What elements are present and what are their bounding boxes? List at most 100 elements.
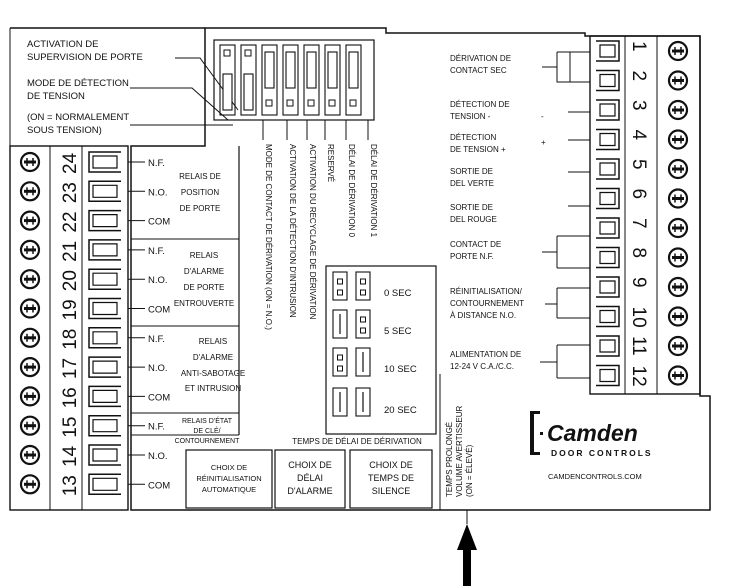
jumper-pin: [332, 347, 348, 377]
terminal-number: 22: [60, 211, 81, 232]
pin-label: N.F.: [148, 246, 165, 257]
det-minus-label-2: TENSION -: [450, 112, 491, 121]
relay-alarme-1: RELAIS: [190, 251, 218, 260]
right-labels: DÉRIVATION DE CONTACT SEC DÉTECTION DE T…: [450, 51, 590, 379]
terminal-number: 8: [628, 248, 649, 259]
relay-sabotage-1: RELAIS: [199, 337, 227, 346]
pin-label: COM: [148, 217, 170, 228]
buzzer-line-3: (ON = ÉLEVÉ): [465, 444, 474, 497]
terminal: 8: [596, 246, 689, 269]
pin-label: COM: [148, 480, 170, 491]
jumper-pin: [355, 387, 371, 417]
on-note-label-2: SOUS TENSION): [27, 125, 102, 136]
dip-switch: [219, 44, 236, 116]
timing-title: TEMPS DE DÉLAI DE DÉRIVATION: [292, 437, 422, 446]
box-reinit-2: RÉINITIALISATION: [196, 474, 261, 483]
terminal-number: 15: [60, 417, 81, 438]
terminal-number: 7: [628, 218, 649, 229]
alim-label: ALIMENTATION DE: [450, 350, 521, 359]
relay-position-3: DE PORTE: [180, 204, 221, 213]
verte-label-2: DEL VERTE: [450, 179, 494, 188]
terminal-number: 3: [628, 100, 649, 111]
pin-label: N.O.: [148, 187, 168, 198]
buzzer-line-1: TEMPS PROLONGÉ: [445, 422, 454, 497]
relay-groups: RELAIS DE POSITION DE PORTE RELAIS D'ALA…: [131, 172, 245, 445]
terminal-number: 10: [628, 307, 649, 328]
relay-sabotage-2: D'ALARME: [193, 353, 233, 362]
pin-label: N.O.: [148, 451, 168, 462]
timing-10: 10 SEC: [384, 364, 417, 375]
relay-position-1: RELAIS DE: [179, 172, 221, 181]
jumper-pin: [355, 309, 371, 339]
box-silence-2: TEMPS DE: [368, 473, 414, 483]
dip-block-outline: [213, 39, 375, 121]
derivation-label-2: CONTACT SEC: [450, 66, 507, 75]
dip-switch-label: DÉLAI DE DÉRIVATION 0: [347, 144, 356, 238]
terminal: 4: [596, 128, 689, 151]
on-note-label: (ON = NORMALEMENT: [27, 112, 129, 123]
timing-jumpers: 0 SEC 5 SEC 10 SEC 20 SEC TEMPS DE DÉLAI…: [292, 265, 437, 446]
brand-url: CAMDENCONTROLS.COM: [548, 472, 642, 481]
buzzer-line-2: VOLUME AVERTISSEUR: [455, 405, 464, 497]
dip-switch: [240, 44, 257, 116]
dip-switch-label: DÉLAI DE DÉRIVATION 1: [369, 144, 378, 238]
right-strip-outline: [589, 35, 701, 395]
dip-switch-label: MODE DE CONTACT DE DÉRIVATION (ON = N.O.…: [264, 144, 273, 330]
brand-name: Camden: [547, 420, 638, 446]
box-silence-3: SILENCE: [372, 486, 411, 496]
pin-label: COM: [148, 392, 170, 403]
terminal: 17 N.O.: [19, 356, 168, 379]
relay-alarme-4: ENTROUVERTE: [174, 299, 234, 308]
det-plus-label: DÉTECTION: [450, 133, 496, 142]
contact-label-2: PORTE N.F.: [450, 252, 494, 261]
left-strip-outline: [9, 145, 129, 511]
terminal-number: 4: [628, 130, 649, 141]
minus-sign: -: [541, 112, 544, 121]
pin-label: N.O.: [148, 275, 168, 286]
relay-position-2: POSITION: [181, 188, 219, 197]
pin-label: N.F.: [148, 334, 165, 345]
terminal-number: 5: [628, 159, 649, 170]
arrow-shaft: [463, 548, 471, 586]
terminal: 7: [596, 217, 689, 239]
mode-label: MODE DE DÉTECTION: [27, 78, 129, 89]
jumper-pin: [332, 271, 348, 301]
pin-label: N.F.: [148, 158, 165, 169]
verte-label: SORTIE DE: [450, 167, 493, 176]
terminal-number: 2: [628, 71, 649, 82]
jumper-pin: [355, 271, 371, 301]
dip-switch: [324, 44, 341, 116]
terminal-number: 24: [60, 152, 81, 174]
terminal-number: 21: [60, 241, 81, 262]
relay-cle-2: DE CLÉ/: [193, 426, 220, 435]
activation-label: ACTIVATION DE: [27, 39, 98, 50]
terminal-number: 23: [60, 182, 81, 203]
terminal: 12: [596, 364, 689, 387]
relay-cle-1: RELAIS D'ÉTAT: [182, 416, 233, 425]
terminal-number: 17: [60, 358, 81, 379]
alim-label-2: 12-24 V C.A./C.C.: [450, 362, 514, 371]
terminal: 9: [596, 276, 689, 298]
pin-label: COM: [148, 305, 170, 316]
timing-5: 5 SEC: [384, 326, 412, 337]
dip-switch: [345, 44, 362, 116]
det-minus-label: DÉTECTION DE: [450, 100, 510, 109]
jumper-pin: [355, 347, 371, 377]
brand-sub: DOOR CONTROLS: [551, 448, 653, 458]
terminal: 24 N.F.: [19, 151, 165, 174]
terminal-number: 14: [60, 445, 81, 467]
pin-label: N.O.: [148, 363, 168, 374]
contact-label: CONTACT DE: [450, 240, 501, 249]
bottom-boxes: CHOIX DE RÉINITIALISATION AUTOMATIQUE CH…: [185, 449, 433, 509]
box-reinit-1: CHOIX DE: [211, 463, 247, 472]
pin-label: N.F.: [148, 422, 165, 433]
timing-0: 0 SEC: [384, 288, 412, 299]
terminal-number: 6: [628, 189, 649, 200]
dip-label-box: [9, 27, 205, 146]
terminal: 21 N.F.: [19, 239, 165, 262]
